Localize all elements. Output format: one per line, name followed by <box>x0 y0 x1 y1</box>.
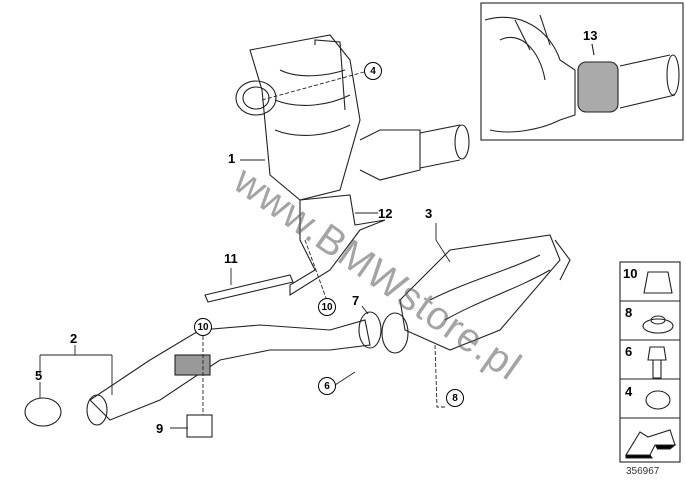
callout-8: 8 <box>446 389 464 407</box>
legend-frame <box>619 261 681 463</box>
legend-number-4: 4 <box>625 384 633 399</box>
sensor-pipe <box>314 39 346 111</box>
front-pipe-2 <box>86 319 371 426</box>
leader-13 <box>591 43 595 56</box>
pipe-mount <box>174 354 211 376</box>
bolt-icon <box>647 346 667 379</box>
callout-1: 1 <box>228 151 236 166</box>
hex-nut-icon <box>645 390 671 410</box>
callout-7: 7 <box>352 293 360 308</box>
gasket-7b <box>381 312 409 354</box>
bracket-12 <box>289 194 386 296</box>
direction-arrow-icon <box>625 429 676 456</box>
legend-number-6: 6 <box>625 344 633 359</box>
clamp-5 <box>24 397 62 427</box>
callout-3: 3 <box>425 206 433 221</box>
callout-10-upper: 10 <box>318 298 336 316</box>
callout-6: 6 <box>318 377 336 395</box>
callout-9: 9 <box>156 421 164 436</box>
holder-9 <box>186 414 213 438</box>
detail-inset-pipe <box>484 14 680 133</box>
flange-nut-icon <box>643 271 673 294</box>
callout-2: 2 <box>70 331 78 346</box>
legend-number-8: 8 <box>625 305 633 320</box>
callout-4: 4 <box>364 62 382 80</box>
reference-number: 356967 <box>626 466 660 477</box>
strap-11 <box>204 274 294 303</box>
collar-nut-icon <box>642 318 674 334</box>
legend-number-10: 10 <box>623 266 638 281</box>
callout-13: 13 <box>583 28 598 43</box>
callout-12: 12 <box>378 206 393 221</box>
callout-5: 5 <box>35 368 43 383</box>
gasket-7a <box>358 311 382 349</box>
callout-11: 11 <box>224 251 238 266</box>
detail-inset-frame <box>480 2 684 141</box>
callout-10-lower: 10 <box>194 318 212 336</box>
silencer-3 <box>399 234 571 351</box>
catalytic-converter-1 <box>235 34 470 201</box>
